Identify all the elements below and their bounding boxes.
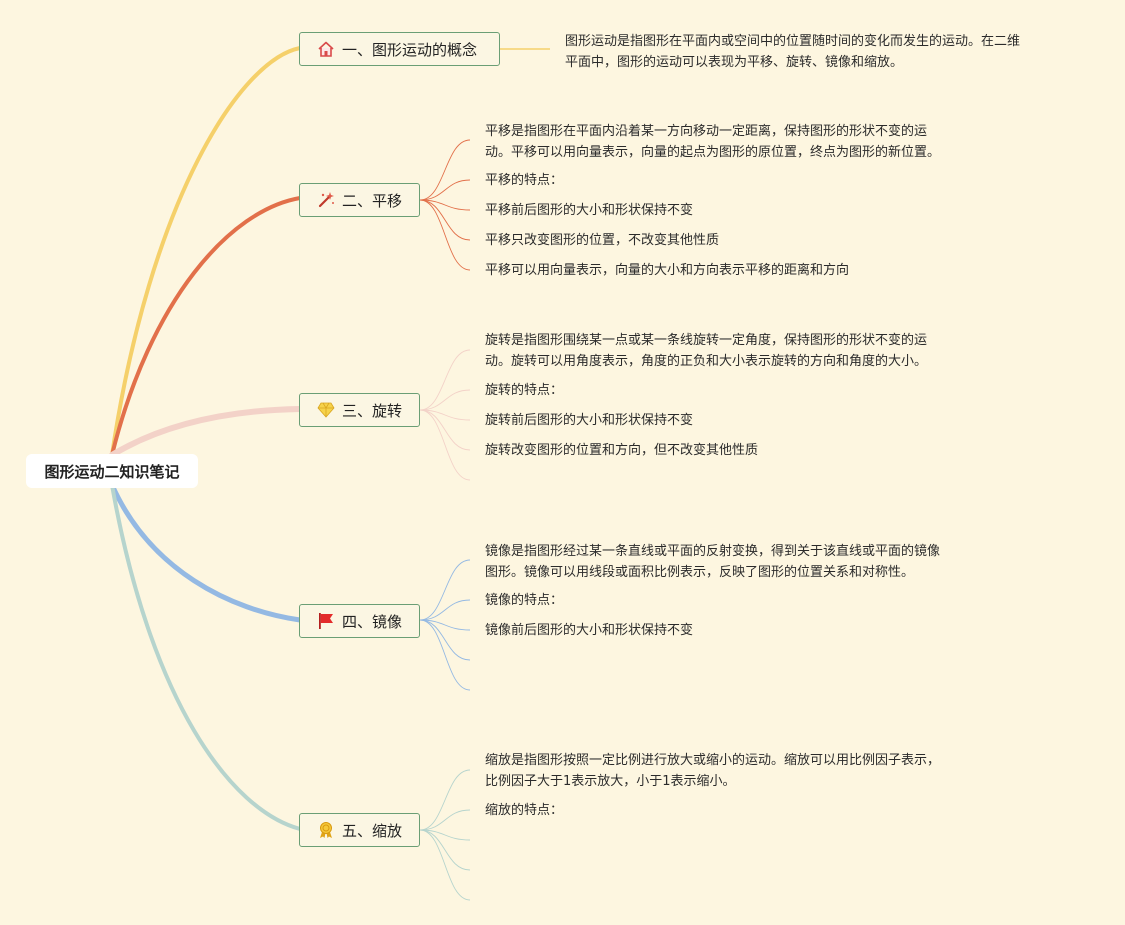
- note-translation-item: 平移可以用向量表示，向量的大小和方向表示平移的距离和方向: [485, 260, 849, 281]
- rotation-sub-links: [419, 349, 471, 481]
- note-line: 旋转是指图形围绕某一点或某一条线旋转一定角度，保持图形的形状不变的运: [485, 333, 928, 348]
- note-line: 镜像的特点：: [485, 593, 564, 608]
- note-line: 平移是指图形在平面内沿着某一方向移动一定距离，保持图形的形状不变的运: [485, 124, 928, 139]
- note-line: 动。平移可以用向量表示，向量的起点为图形的原位置，终点为图形的新位置。: [485, 145, 941, 160]
- note-line: 比例因子大于1表示放大，小于1表示缩小。: [485, 774, 736, 789]
- note-rotation-features: 旋转的特点：: [485, 380, 563, 401]
- topic-concept[interactable]: 一、图形运动的概念: [299, 32, 500, 66]
- translation-sub-links: [419, 139, 471, 271]
- note-line: 旋转的特点：: [485, 383, 564, 398]
- main-link-rotation: [109, 406, 303, 458]
- topic-concept-label: 一、图形运动的概念: [342, 40, 478, 59]
- flag-icon: [316, 611, 336, 631]
- note-line: 旋转改变图形的位置和方向，但不改变其他性质: [485, 443, 759, 458]
- topic-scaling-label: 五、缩放: [342, 821, 403, 840]
- note-line: 平移可以用向量表示，向量的大小和方向表示平移的距离和方向: [485, 263, 850, 278]
- topic-scaling[interactable]: 五、缩放: [299, 813, 420, 847]
- note-scaling-definition: 缩放是指图形按照一定比例进行放大或缩小的运动。缩放可以用比例因子表示， 比例因子…: [485, 750, 940, 792]
- note-line: 平移前后图形的大小和形状保持不变: [485, 203, 694, 218]
- note-rotation-item: 旋转改变图形的位置和方向，但不改变其他性质: [485, 440, 758, 461]
- topic-mirror-label: 四、镜像: [342, 612, 403, 631]
- topic-rotation[interactable]: 三、旋转: [299, 393, 420, 427]
- note-translation-item: 平移只改变图形的位置，不改变其他性质: [485, 230, 719, 251]
- note-rotation-item: 旋转前后图形的大小和形状保持不变: [485, 410, 693, 431]
- topic-mirror[interactable]: 四、镜像: [299, 604, 420, 638]
- note-line: 图形。镜像可以用线段或面积比例表示，反映了图形的位置关系和对称性。: [485, 565, 915, 580]
- root-topic-label: 图形运动二知识笔记: [44, 462, 180, 481]
- main-link-concept: [110, 46, 302, 457]
- diamond-icon: [316, 400, 336, 420]
- note-translation-features: 平移的特点：: [485, 170, 563, 191]
- house-icon: [316, 39, 336, 59]
- scaling-sub-links: [419, 769, 471, 901]
- topic-translation-label: 二、平移: [342, 191, 403, 210]
- magic-wand-icon: [316, 190, 336, 210]
- note-line: 缩放是指图形按照一定比例进行放大或缩小的运动。缩放可以用比例因子表示，: [485, 753, 941, 768]
- mirror-sub-links: [419, 559, 471, 691]
- note-mirror-definition: 镜像是指图形经过某一条直线或平面的反射变换，得到关于该直线或平面的镜像 图形。镜…: [485, 541, 940, 583]
- note-line: 镜像前后图形的大小和形状保持不变: [485, 623, 694, 638]
- note-rotation-definition: 旋转是指图形围绕某一点或某一条线旋转一定角度，保持图形的形状不变的运 动。旋转可…: [485, 330, 927, 372]
- main-link-translation: [110, 196, 302, 457]
- root-topic[interactable]: 图形运动二知识笔记: [26, 454, 198, 488]
- topic-rotation-label: 三、旋转: [342, 401, 403, 420]
- note-line: 动。旋转可以用角度表示，角度的正负和大小表示旋转的方向和角度的大小。: [485, 354, 928, 369]
- topic-translation[interactable]: 二、平移: [299, 183, 420, 217]
- note-scaling-features: 缩放的特点：: [485, 800, 563, 821]
- note-concept: 图形运动是指图形在平面内或空间中的位置随时间的变化而发生的运动。在二维 平面中，…: [565, 31, 1020, 73]
- main-link-mirror: [109, 482, 303, 623]
- note-line: 平面中，图形的运动可以表现为平移、旋转、镜像和缩放。: [565, 55, 904, 70]
- note-line: 平移只改变图形的位置，不改变其他性质: [485, 233, 720, 248]
- note-line: 旋转前后图形的大小和形状保持不变: [485, 413, 694, 428]
- note-mirror-features: 镜像的特点：: [485, 590, 563, 611]
- note-mirror-item: 镜像前后图形的大小和形状保持不变: [485, 620, 693, 641]
- note-translation-item: 平移前后图形的大小和形状保持不变: [485, 200, 693, 221]
- note-line: 平移的特点：: [485, 173, 564, 188]
- note-line: 缩放的特点：: [485, 803, 564, 818]
- note-line: 镜像是指图形经过某一条直线或平面的反射变换，得到关于该直线或平面的镜像: [485, 544, 941, 559]
- award-medal-icon: [316, 820, 336, 840]
- note-translation-definition: 平移是指图形在平面内沿着某一方向移动一定距离，保持图形的形状不变的运 动。平移可…: [485, 121, 940, 163]
- main-link-scaling: [110, 483, 302, 831]
- note-line: 图形运动是指图形在平面内或空间中的位置随时间的变化而发生的运动。在二维: [565, 34, 1021, 49]
